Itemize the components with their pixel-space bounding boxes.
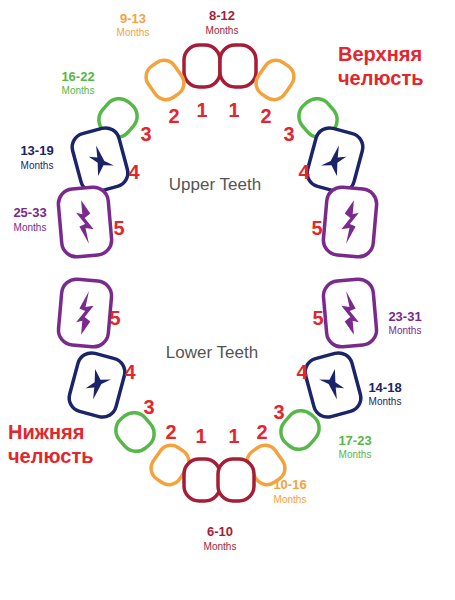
tooth-number: 4 <box>296 362 307 382</box>
month-unit: Months <box>21 161 54 171</box>
tooth-number: 3 <box>140 124 151 144</box>
month-unit: Months <box>206 26 239 36</box>
tooth <box>57 186 113 258</box>
tooth-number: 3 <box>143 397 154 417</box>
month-range: 14-18 <box>368 381 401 394</box>
tooth-number: 2 <box>165 422 176 442</box>
jaw-label: Верхняя челюсть <box>338 42 448 90</box>
month-range: 13-19 <box>20 144 53 157</box>
tooth <box>141 55 189 104</box>
tooth <box>322 278 378 348</box>
month-range: 10-16 <box>273 478 306 491</box>
month-unit: Months <box>14 223 47 233</box>
tooth <box>302 350 364 420</box>
month-unit: Months <box>339 450 372 460</box>
tooth <box>218 459 254 501</box>
tooth-number: 4 <box>128 162 139 182</box>
month-range: 23-31 <box>388 310 421 323</box>
tooth-number: 2 <box>168 106 179 126</box>
tooth-number: 1 <box>195 426 206 446</box>
tooth-number: 1 <box>228 100 239 120</box>
tooth <box>322 186 378 258</box>
jaw-label: Нижняя челюсть <box>8 420 128 468</box>
tooth-number: 3 <box>273 402 284 422</box>
month-unit: Months <box>389 326 422 336</box>
tooth-number: 2 <box>256 422 267 442</box>
month-range: 9-13 <box>120 12 146 25</box>
tooth-number: 5 <box>311 218 322 238</box>
month-unit: Months <box>369 397 402 407</box>
tooth-number: 1 <box>196 100 207 120</box>
month-range: 8-12 <box>209 9 235 22</box>
tooth-number: 5 <box>109 308 120 328</box>
month-range: 17-23 <box>338 434 371 447</box>
month-unit: Months <box>117 28 150 38</box>
tooth-number: 5 <box>113 218 124 238</box>
month-unit: Months <box>62 86 95 96</box>
tooth-number: 3 <box>283 124 294 144</box>
tooth <box>220 45 256 87</box>
tooth <box>304 125 366 195</box>
tooth-number: 4 <box>298 162 309 182</box>
tooth <box>251 55 299 104</box>
tooth <box>57 278 113 348</box>
arch-label: Upper Teeth <box>169 176 261 193</box>
tooth-number: 4 <box>124 362 135 382</box>
month-unit: Months <box>274 495 307 505</box>
month-range: 16-22 <box>61 70 94 83</box>
tooth-number: 2 <box>260 106 271 126</box>
tooth-number: 1 <box>228 426 239 446</box>
tooth <box>66 350 128 420</box>
month-range: 6-10 <box>207 525 233 538</box>
tooth <box>184 45 220 87</box>
tooth-number: 5 <box>312 308 323 328</box>
month-unit: Months <box>204 542 237 552</box>
month-range: 25-33 <box>13 206 46 219</box>
tooth <box>69 125 131 195</box>
arch-label: Lower Teeth <box>166 344 258 361</box>
tooth <box>184 459 220 501</box>
